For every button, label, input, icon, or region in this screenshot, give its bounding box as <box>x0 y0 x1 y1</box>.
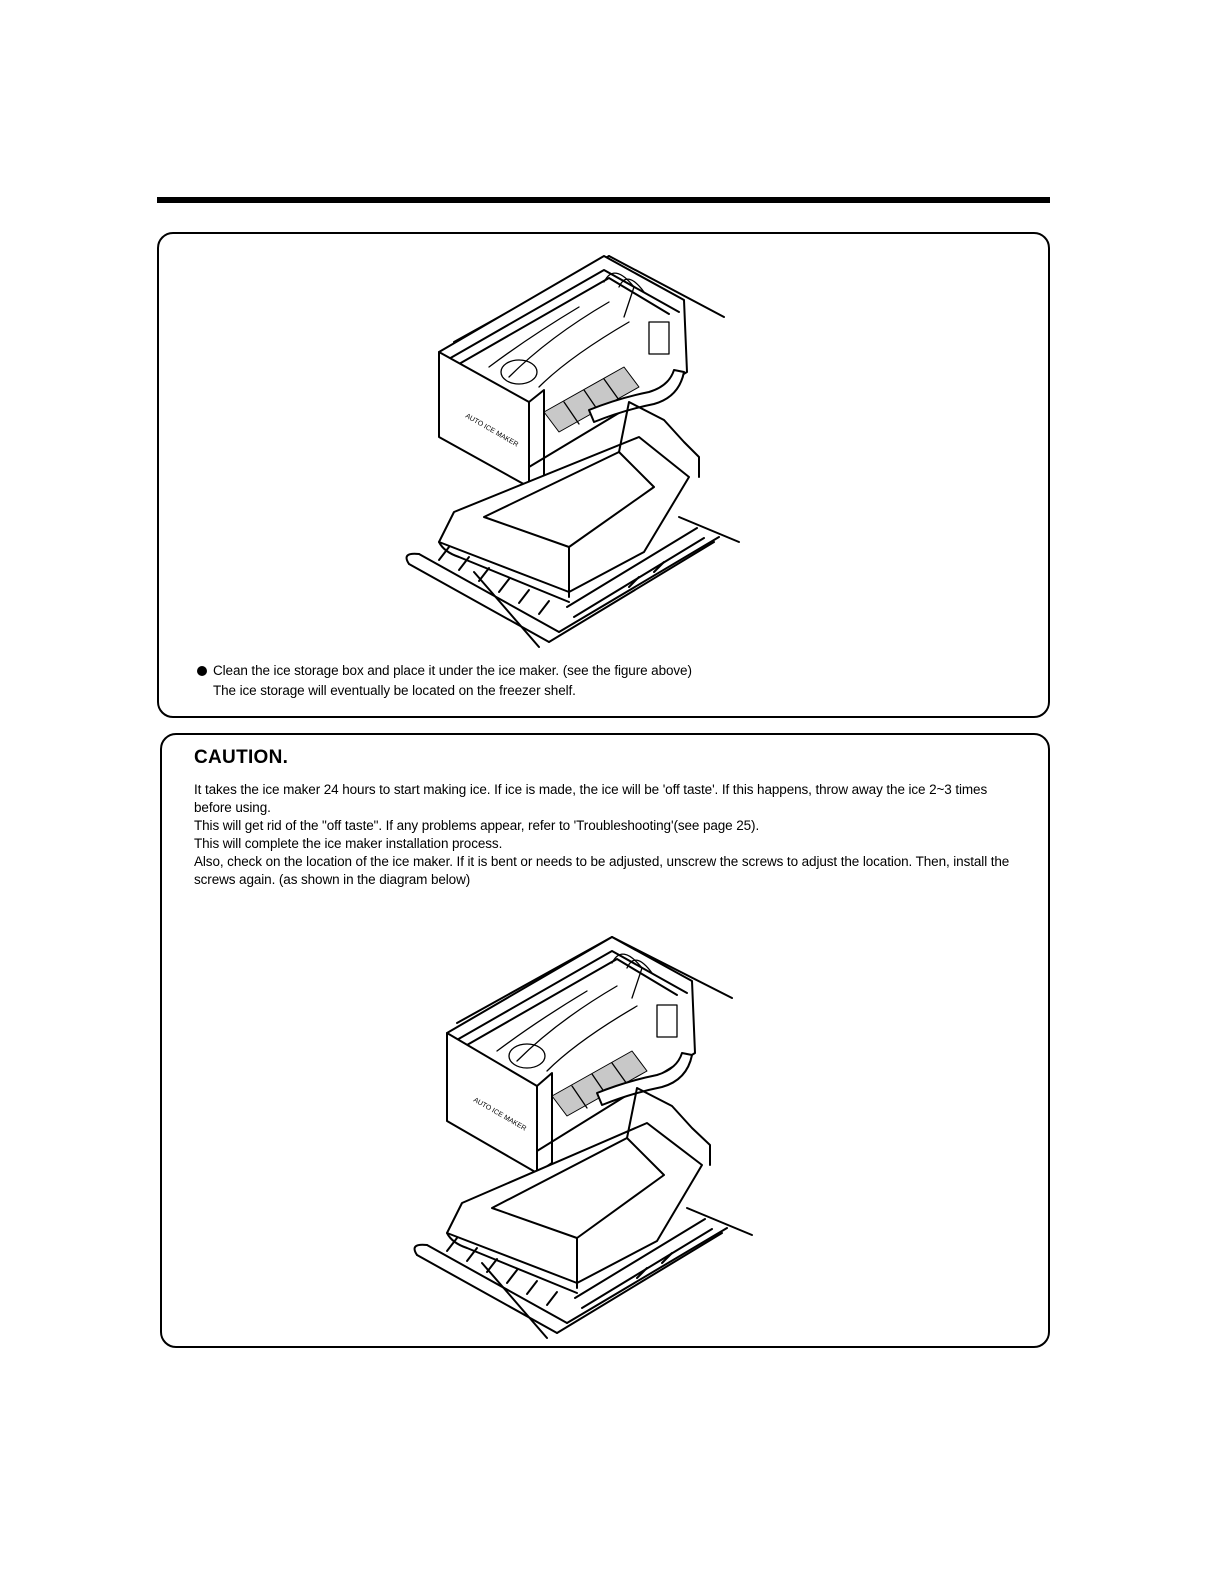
caution-paragraph: This will complete the ice maker install… <box>194 836 503 851</box>
caution-paragraph: This will get rid of the "off taste". If… <box>194 818 760 833</box>
instruction-line-1: Clean the ice storage box and place it u… <box>197 661 692 681</box>
header-rule <box>157 197 1050 203</box>
caution-body: It takes the ice maker 24 hours to start… <box>194 781 1024 889</box>
ice-maker-diagram-icon: AUTO ICE MAKER <box>413 936 753 1339</box>
instruction-text: Clean the ice storage box and place it u… <box>197 661 692 701</box>
caution-paragraph: It takes the ice maker 24 hours to start… <box>194 782 988 815</box>
instruction-line-2: The ice storage will eventually be locat… <box>213 683 576 698</box>
caution-title: CAUTION. <box>194 747 289 768</box>
instruction-panel: AUTO ICE MAKER Clean the ice storage box… <box>157 232 1050 718</box>
caution-panel: CAUTION. It takes the ice maker 24 hours… <box>160 733 1050 1348</box>
bullet-icon <box>197 666 207 676</box>
caution-paragraph: Also, check on the location of the ice m… <box>194 854 1010 887</box>
ice-maker-diagram-icon: AUTO ICE MAKER <box>405 255 740 648</box>
